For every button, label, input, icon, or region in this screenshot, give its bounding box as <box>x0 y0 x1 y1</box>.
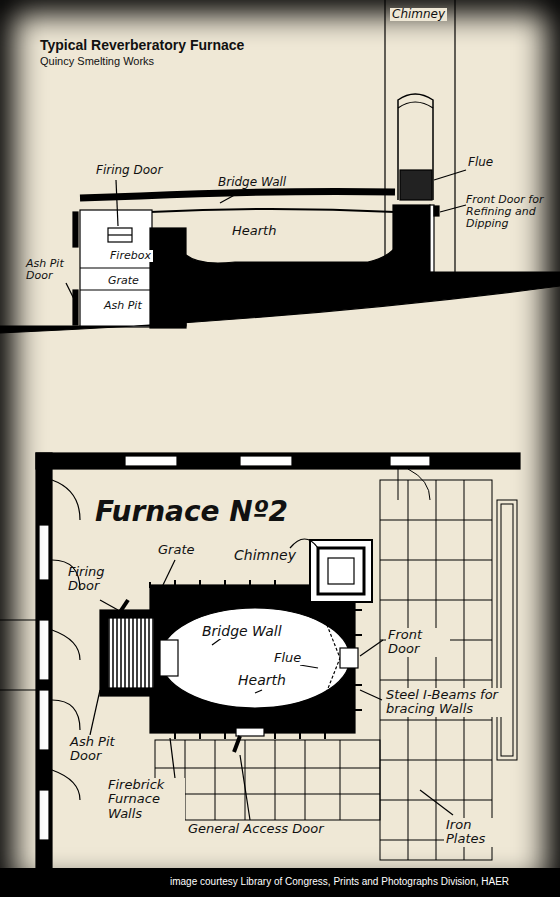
part-label: Hearth <box>236 673 288 688</box>
part-label: Flue <box>272 651 303 665</box>
title: Typical Reverberatory Furnace <box>40 38 244 53</box>
part-label: Front Door for Refining and Dipping <box>466 194 554 230</box>
part-label: Front Door <box>386 628 450 657</box>
part-label: Firing Door <box>96 164 162 177</box>
part-label: Bridge Wall <box>218 176 286 189</box>
part-label: Chimney <box>390 8 447 21</box>
part-label: Grate <box>106 275 141 287</box>
part-label: Firing Door <box>68 565 130 594</box>
part-label: Steel I-Beams for bracing Walls <box>384 688 506 717</box>
part-label: Chimney <box>234 548 296 563</box>
part-label: Bridge Wall <box>200 624 284 639</box>
part-label: General Access Door <box>186 822 326 836</box>
subtitle: Quincy Smelting Works <box>40 55 154 67</box>
part-label: Flue <box>468 156 493 169</box>
part-label: Hearth <box>232 224 276 238</box>
plan-title: Furnace Nº2 <box>95 497 288 528</box>
part-label: Ash Pit <box>102 300 144 312</box>
part-label: Firebox <box>108 250 153 262</box>
part-label: Firebrick Furnace Walls <box>106 778 185 821</box>
part-label: Iron Plates <box>444 818 508 847</box>
caption: image courtesy Library of Congress, Prin… <box>170 876 509 887</box>
part-label: Ash Pit Door <box>68 735 130 764</box>
part-label: Ash Pit Door <box>26 258 71 282</box>
part-label: Grate <box>158 543 194 557</box>
